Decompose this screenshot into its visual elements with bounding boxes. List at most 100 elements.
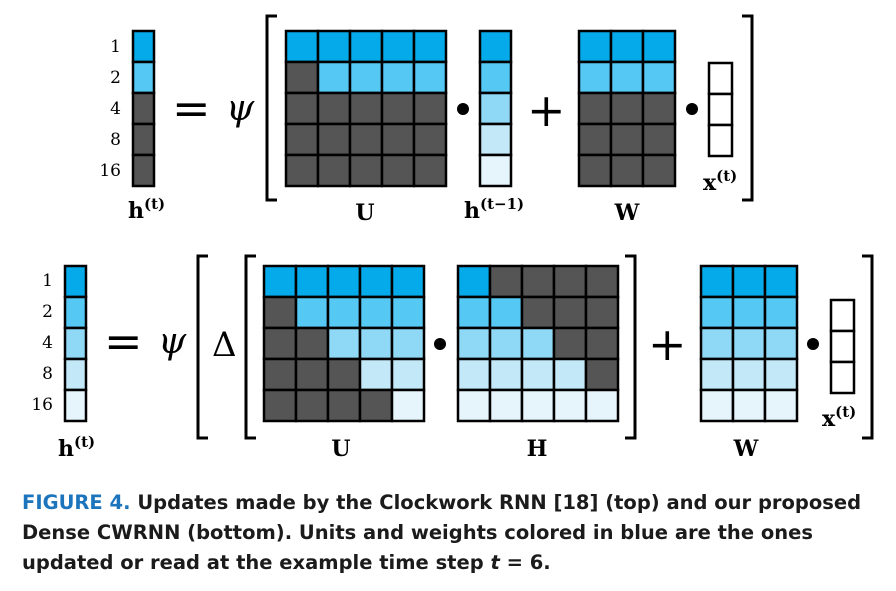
- bottom-U-cell-r2-c5: [390, 295, 426, 330]
- bottom-x-cell-r3-c1: [829, 360, 856, 395]
- top-W-label: W: [614, 200, 640, 226]
- bottom-U-cell-r3-c4: [358, 326, 394, 361]
- top-h-prev-label: h(t−1): [464, 195, 524, 224]
- bottom-x-label: x(t): [822, 403, 856, 432]
- bottom-W-cell-r1-c2: [731, 264, 767, 299]
- top-U-cell-r2-c2: [316, 60, 352, 95]
- bottom-H-cell-r4-c1: [456, 357, 492, 392]
- bottom-U-cell-r1-c4: [358, 264, 394, 299]
- bottom-outer-left-bracket: [196, 254, 208, 440]
- top-plus-sign: +: [527, 83, 566, 137]
- bottom-plus-sign: +: [648, 317, 687, 371]
- top-h-cell-r2-c1: [131, 60, 156, 95]
- bottom-H-cell-r2-c1: [456, 295, 492, 330]
- top-W-cell-r5-c2: [609, 153, 645, 188]
- bottom-U-cell-r3-c3: [326, 326, 362, 361]
- top-W-cell-r1-c2: [609, 29, 645, 64]
- top-W-cell-r2-c3: [641, 60, 677, 95]
- top-U-cell-r1-c1: [284, 29, 320, 64]
- bottom-W-cell-r1-c1: [699, 264, 735, 299]
- top-h-prev-cell-r3-c1: [478, 91, 513, 126]
- bottom-H-cell-r2-c2: [488, 295, 524, 330]
- caption-variable: t: [490, 551, 500, 574]
- top-h-prev-cell-r5-c1: [478, 153, 513, 188]
- top-W-cell-r3-c2: [609, 91, 645, 126]
- top-U-cell-r5-c1: [284, 153, 320, 188]
- top-W-cell-r2-c1: [577, 60, 613, 95]
- bottom-W-cell-r4-c1: [699, 357, 735, 392]
- bottom-U-cell-r4-c4: [358, 357, 394, 392]
- bottom-W-cell-r4-c2: [731, 357, 767, 392]
- top-U-cell-r1-c2: [316, 29, 352, 64]
- bottom-h-cell-r2-c1: [63, 295, 88, 330]
- bottom-H-cell-r5-c1: [456, 388, 492, 423]
- top-h-cell-r4-c1: [131, 122, 156, 157]
- bottom-H-cell-r2-c3: [520, 295, 556, 330]
- bottom-W-matrix: [699, 264, 799, 423]
- bottom-U-cell-r1-c2: [294, 264, 330, 299]
- bottom-U-label: U: [331, 436, 350, 462]
- top-dot-operator-2: [686, 103, 698, 115]
- bottom-W-label: W: [733, 436, 759, 462]
- bottom-U-cell-r4-c5: [390, 357, 426, 392]
- top-h-cell-r1-c1: [131, 29, 156, 64]
- bottom-H-cell-r5-c2: [488, 388, 524, 423]
- top-U-cell-r4-c3: [348, 122, 384, 157]
- top-U-cell-r3-c2: [316, 91, 352, 126]
- top-W-cell-r5-c1: [577, 153, 613, 188]
- top-h-vector: [131, 29, 156, 188]
- top-h-prev-cell-r4-c1: [478, 122, 513, 157]
- bottom-W-cell-r2-c3: [763, 295, 799, 330]
- bottom-delta-symbol: Δ: [212, 325, 237, 365]
- bottom-U-cell-r5-c5: [390, 388, 426, 423]
- top-right-bracket: [742, 14, 754, 202]
- bottom-row-label-16: 16: [31, 395, 53, 415]
- top-U-cell-r2-c1: [284, 60, 320, 95]
- figure-caption: FIGURE 4. Updates made by the Clockwork …: [22, 488, 882, 578]
- bottom-h-cell-r1-c1: [63, 264, 88, 299]
- bottom-W-cell-r3-c2: [731, 326, 767, 361]
- top-equation: 1 2 4 8 16 h(t) = ψ U h(t−1) + W x(t): [99, 14, 754, 226]
- bottom-U-cell-r3-c2: [294, 326, 330, 361]
- top-U-cell-r4-c1: [284, 122, 320, 157]
- top-W-cell-r4-c2: [609, 122, 645, 157]
- top-row-label-4: 4: [110, 99, 121, 119]
- top-W-cell-r1-c3: [641, 29, 677, 64]
- bottom-H-cell-r2-c5: [584, 295, 620, 330]
- bottom-W-cell-r3-c1: [699, 326, 735, 361]
- top-U-matrix: [284, 29, 448, 188]
- bottom-U-cell-r5-c1: [262, 388, 298, 423]
- top-U-cell-r3-c3: [348, 91, 384, 126]
- bottom-H-matrix: [456, 264, 620, 423]
- caption-text-part-2: = 6.: [499, 551, 551, 574]
- bottom-U-cell-r4-c2: [294, 357, 330, 392]
- top-psi-symbol: ψ: [226, 88, 255, 129]
- top-row-label-2: 2: [110, 68, 121, 88]
- bottom-H-cell-r1-c1: [456, 264, 492, 299]
- bottom-W-cell-r2-c2: [731, 295, 767, 330]
- bottom-U-cell-r2-c3: [326, 295, 362, 330]
- top-h-label: h(t): [128, 195, 165, 224]
- top-U-label: U: [355, 200, 374, 226]
- top-U-cell-r5-c5: [412, 153, 448, 188]
- bottom-H-cell-r3-c2: [488, 326, 524, 361]
- bottom-H-cell-r4-c2: [488, 357, 524, 392]
- top-W-cell-r3-c1: [577, 91, 613, 126]
- top-W-cell-r3-c3: [641, 91, 677, 126]
- bottom-h-vector: [63, 264, 88, 423]
- top-row-label-16: 16: [99, 161, 121, 181]
- top-x-label: x(t): [703, 167, 737, 196]
- bottom-U-cell-r2-c2: [294, 295, 330, 330]
- bottom-U-cell-r3-c1: [262, 326, 298, 361]
- bottom-h-cell-r4-c1: [63, 357, 88, 392]
- bottom-U-cell-r5-c2: [294, 388, 330, 423]
- bottom-U-matrix: [262, 264, 426, 423]
- top-W-cell-r4-c3: [641, 122, 677, 157]
- top-x-vector: [707, 61, 734, 158]
- top-W-cell-r4-c1: [577, 122, 613, 157]
- bottom-H-cell-r1-c5: [584, 264, 620, 299]
- bottom-H-cell-r4-c3: [520, 357, 556, 392]
- top-U-cell-r4-c2: [316, 122, 352, 157]
- bottom-W-cell-r1-c3: [763, 264, 799, 299]
- bottom-psi-symbol: ψ: [158, 321, 187, 362]
